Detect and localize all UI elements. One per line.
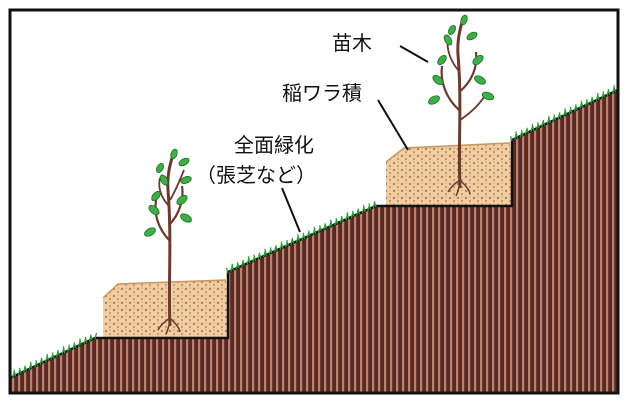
label-greening-line2: （張芝など） (196, 163, 316, 187)
label-straw: 稲ワラ積 (282, 81, 362, 105)
grass-cover (10, 85, 618, 379)
leader-seedling (399, 45, 429, 63)
grass-blades (10, 85, 618, 379)
seedling-lower (144, 148, 192, 335)
label-greening-line1: 全面緑化 (234, 133, 314, 157)
straw-bale-upper (385, 142, 512, 206)
seedling-upper (428, 14, 495, 197)
label-seedling: 苗木 (332, 31, 372, 55)
leader-straw (377, 99, 409, 151)
straw-bale-lower (102, 279, 228, 338)
leader-greening (281, 187, 301, 233)
leader-lines (281, 45, 429, 233)
frame-border (8, 8, 620, 395)
slope-soil (10, 90, 618, 393)
